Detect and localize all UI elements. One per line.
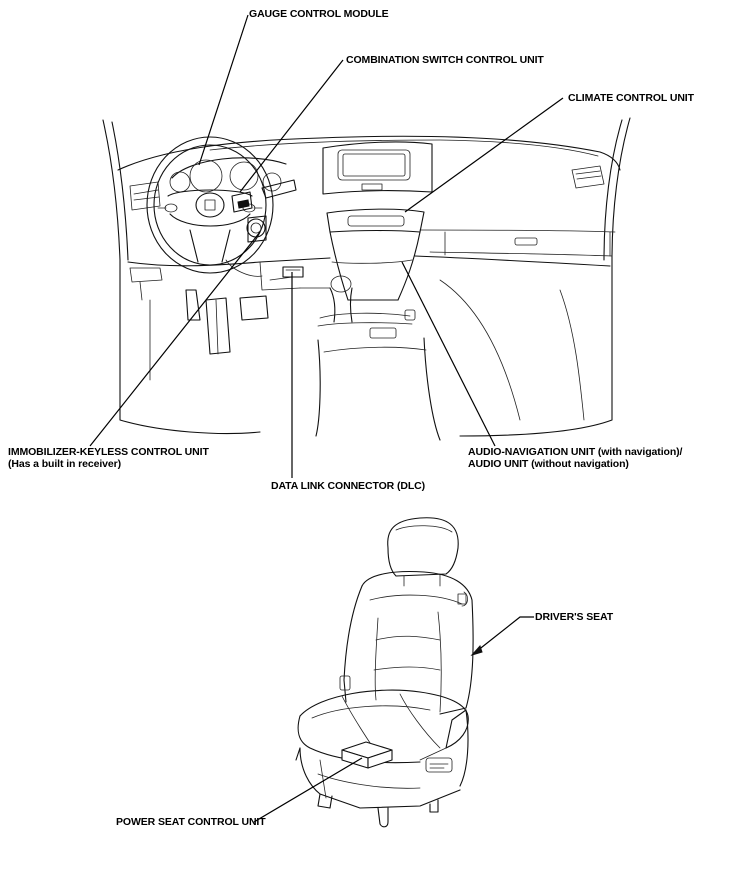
leader-lines-interior — [89, 14, 564, 478]
dlc-connector-shape — [282, 266, 304, 278]
label-combination-switch-control-unit: COMBINATION SWITCH CONTROL UNIT — [346, 54, 544, 66]
label-immobilizer-receiver-note: (Has a built in receiver) — [8, 458, 122, 470]
dashboard-interior — [102, 117, 631, 441]
label-drivers-seat: DRIVER'S SEAT — [535, 611, 614, 623]
label-audio-unit: AUDIO UNIT (without navigation) — [468, 458, 629, 470]
label-power-seat-control-unit: POWER SEAT CONTROL UNIT — [116, 816, 266, 828]
label-gauge-control-module: GAUGE CONTROL MODULE — [249, 8, 389, 20]
label-immobilizer-keyless-control-unit: IMMOBILIZER-KEYLESS CONTROL UNIT — [8, 446, 209, 458]
label-audio-navigation-unit: AUDIO-NAVIGATION UNIT (with navigation)/ — [468, 446, 683, 458]
label-climate-control-unit: CLIMATE CONTROL UNIT — [568, 92, 694, 104]
label-data-link-connector: DATA LINK CONNECTOR (DLC) — [271, 480, 426, 492]
leader-lines-seat — [253, 616, 534, 823]
drivers-seat-illustration — [295, 517, 474, 828]
